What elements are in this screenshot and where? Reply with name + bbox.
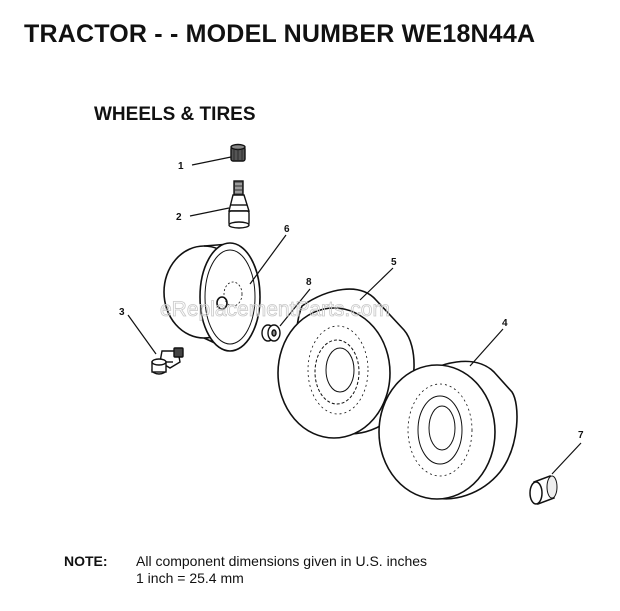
callout-label-8: 8 xyxy=(306,277,312,288)
valve-stem-part xyxy=(228,180,250,229)
callout-label-4: 4 xyxy=(502,318,508,329)
washer-part xyxy=(261,324,281,342)
callout-line-7 xyxy=(551,442,582,475)
callout-label-6: 6 xyxy=(284,224,290,235)
callout-line-3 xyxy=(127,314,157,355)
wheel-bolt-part xyxy=(151,347,184,375)
dimension-note: NOTE: All component dimensions given in U… xyxy=(64,553,427,587)
valve-cap-part xyxy=(230,143,246,162)
watermark-text: eReplacementParts.com xyxy=(160,298,390,321)
callout-label-3: 3 xyxy=(119,307,125,318)
hub-cap-part xyxy=(529,474,558,506)
callout-label-1: 1 xyxy=(178,161,184,172)
callout-line-5 xyxy=(359,267,394,301)
section-title: WHEELS & TIRES xyxy=(94,104,256,125)
note-line-2: 1 inch = 25.4 mm xyxy=(136,570,244,586)
wheel-rim-part xyxy=(163,242,261,352)
callout-line-4 xyxy=(469,328,504,367)
note-label: NOTE: xyxy=(64,553,108,569)
callout-label-2: 2 xyxy=(176,212,182,223)
callout-label-7: 7 xyxy=(578,430,584,441)
rear-tire-part xyxy=(378,360,518,500)
callout-line-8 xyxy=(279,288,311,327)
callout-label-5: 5 xyxy=(391,257,397,268)
callout-line-6 xyxy=(249,234,287,285)
note-line-1: All component dimensions given in U.S. i… xyxy=(136,553,428,569)
callout-line-1 xyxy=(191,156,232,166)
page-title: TRACTOR - - MODEL NUMBER WE18N44A xyxy=(24,20,536,48)
callout-line-2 xyxy=(189,207,230,217)
